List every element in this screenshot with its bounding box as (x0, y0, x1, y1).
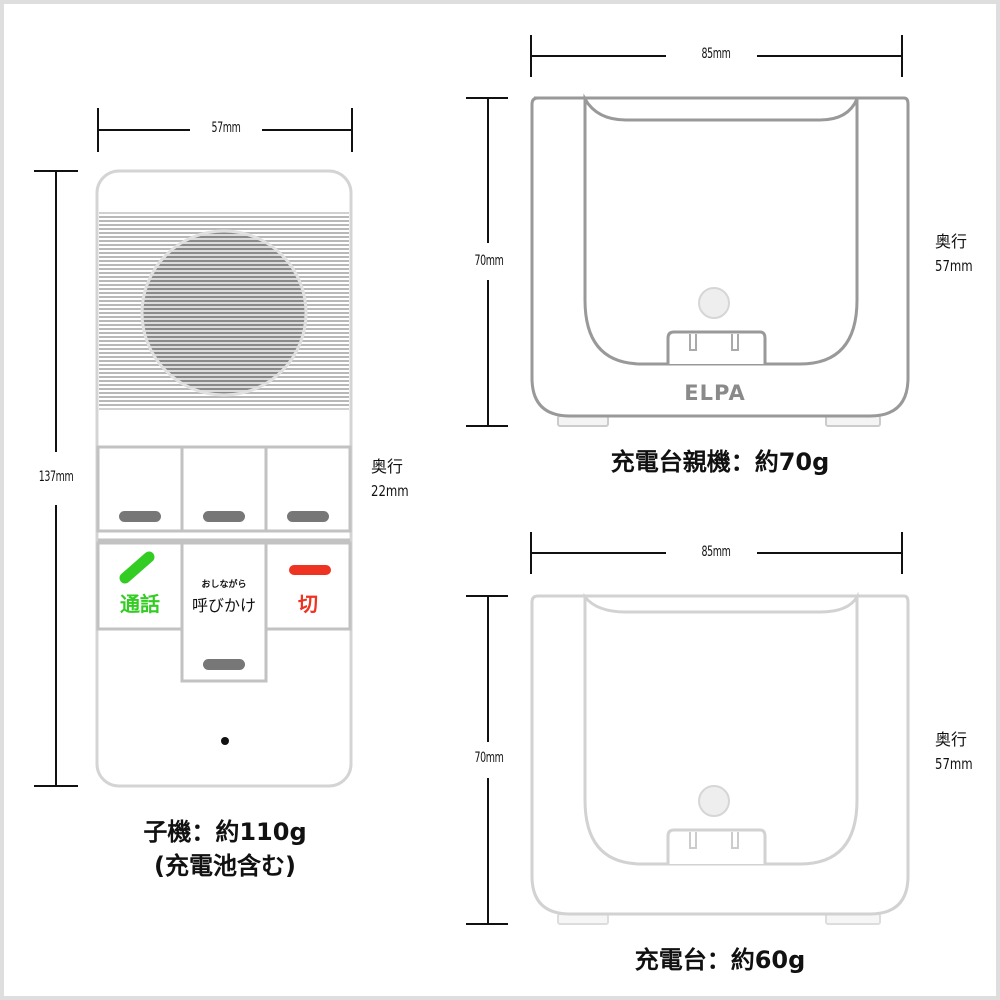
handset-body (95, 169, 353, 788)
charger-width-dimension (530, 532, 903, 574)
handset-weight: 子機：約110g (143, 818, 307, 846)
call-button: 呼びかけ (191, 596, 256, 615)
handset-weight-note: (充電池含む) (154, 852, 296, 880)
handset-height-label: 137mm (38, 469, 74, 485)
base-unit-weight: 充電台親機：約70g (610, 448, 830, 476)
charger-width-label: 85mm (701, 544, 731, 560)
speaker-circle (140, 229, 308, 397)
call-button-sublabel: おしながら (201, 580, 247, 590)
microphone-hole (221, 737, 229, 745)
brand-logo: ELPA (684, 381, 746, 405)
charger-height-dimension (466, 595, 508, 925)
talk-key-area (96, 541, 184, 631)
handset-width-label: 57mm (211, 120, 241, 136)
talk-key-indicator (119, 551, 155, 584)
base-depth-label: 奥行 (935, 232, 968, 251)
charger-body (530, 591, 910, 925)
end-button: 切 (298, 592, 318, 616)
call-key-bar (203, 659, 245, 670)
charger-depth-value: 57mm (935, 755, 973, 773)
handset-depth-label: 奥行 (371, 457, 404, 476)
handset-height-dimension (34, 170, 78, 787)
end-key-indicator (289, 565, 331, 575)
base-height-label: 70mm (474, 253, 504, 269)
base-width-label: 85mm (701, 46, 731, 62)
base-width-dimension (530, 35, 903, 77)
base-depth: 奥行 57mm (935, 230, 983, 278)
charger-depth-label: 奥行 (935, 730, 968, 749)
talk-button: 通話 (120, 592, 160, 616)
base-height-dimension (466, 97, 508, 427)
handset-width-dimension (97, 108, 353, 152)
charger-height-label: 70mm (474, 750, 504, 766)
charger-weight: 充電台：約60g (634, 946, 806, 974)
base-unit-body (530, 93, 910, 427)
charger-depth: 奥行 57mm (935, 728, 983, 776)
handset-depth: 奥行 22mm (371, 455, 419, 503)
call-key-area (180, 541, 268, 683)
end-key-area (264, 541, 352, 631)
handset-depth-value: 22mm (371, 482, 409, 500)
base-depth-value: 57mm (935, 257, 973, 275)
key-bars (119, 511, 329, 522)
